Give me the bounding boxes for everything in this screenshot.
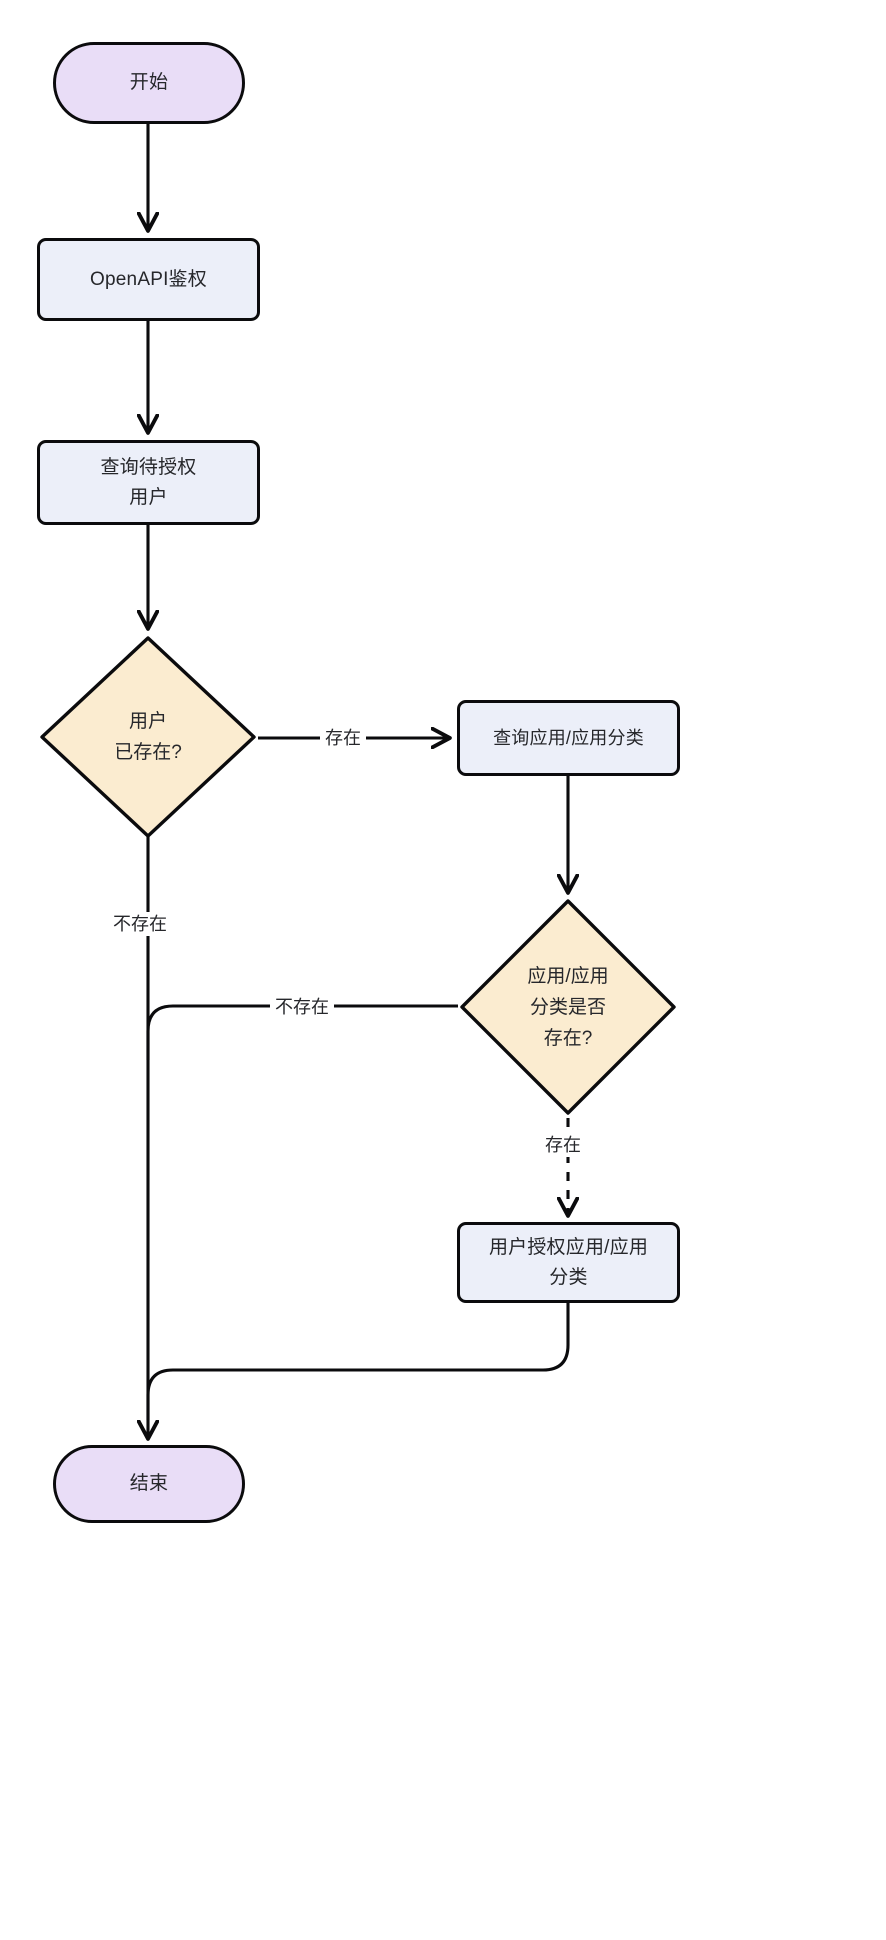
edge-label-user-exists-no: 不存在 [108, 912, 172, 936]
node-start-label: 开始 [129, 72, 169, 93]
node-query-app-label: 查询应用/应用分类 [493, 728, 644, 748]
node-user-exists[interactable]: 用户 已存在? [38, 634, 258, 840]
node-app-exists[interactable]: 应用/应用 分类是否 存在? [458, 897, 678, 1117]
node-query-app[interactable]: 查询应用/应用分类 [457, 700, 680, 776]
edge-grant-to-end [146, 1302, 570, 1420]
node-openapi-auth-label: OpenAPI鉴权 [90, 268, 207, 290]
node-start[interactable]: 开始 [53, 42, 245, 124]
edge-label-app-exists-yes: 存在 [540, 1133, 586, 1157]
edge-label-app-exists-no: 不存在 [270, 995, 334, 1019]
node-openapi-auth[interactable]: OpenAPI鉴权 [37, 238, 260, 321]
node-query-pending-user-label: 查询待授权 用户 [100, 456, 197, 508]
user-exists-diamond-shape [40, 636, 256, 838]
node-grant-app-label: 用户授权应用/应用 分类 [488, 1236, 649, 1288]
node-end[interactable]: 结束 [53, 1445, 245, 1523]
node-query-pending-user[interactable]: 查询待授权 用户 [37, 440, 260, 525]
app-exists-diamond-shape [460, 899, 676, 1115]
edge-appexists-to-end [146, 1004, 458, 1060]
edge-label-user-exists-yes: 存在 [320, 726, 366, 750]
node-grant-app[interactable]: 用户授权应用/应用 分类 [457, 1222, 680, 1303]
node-end-label: 结束 [129, 1473, 169, 1494]
